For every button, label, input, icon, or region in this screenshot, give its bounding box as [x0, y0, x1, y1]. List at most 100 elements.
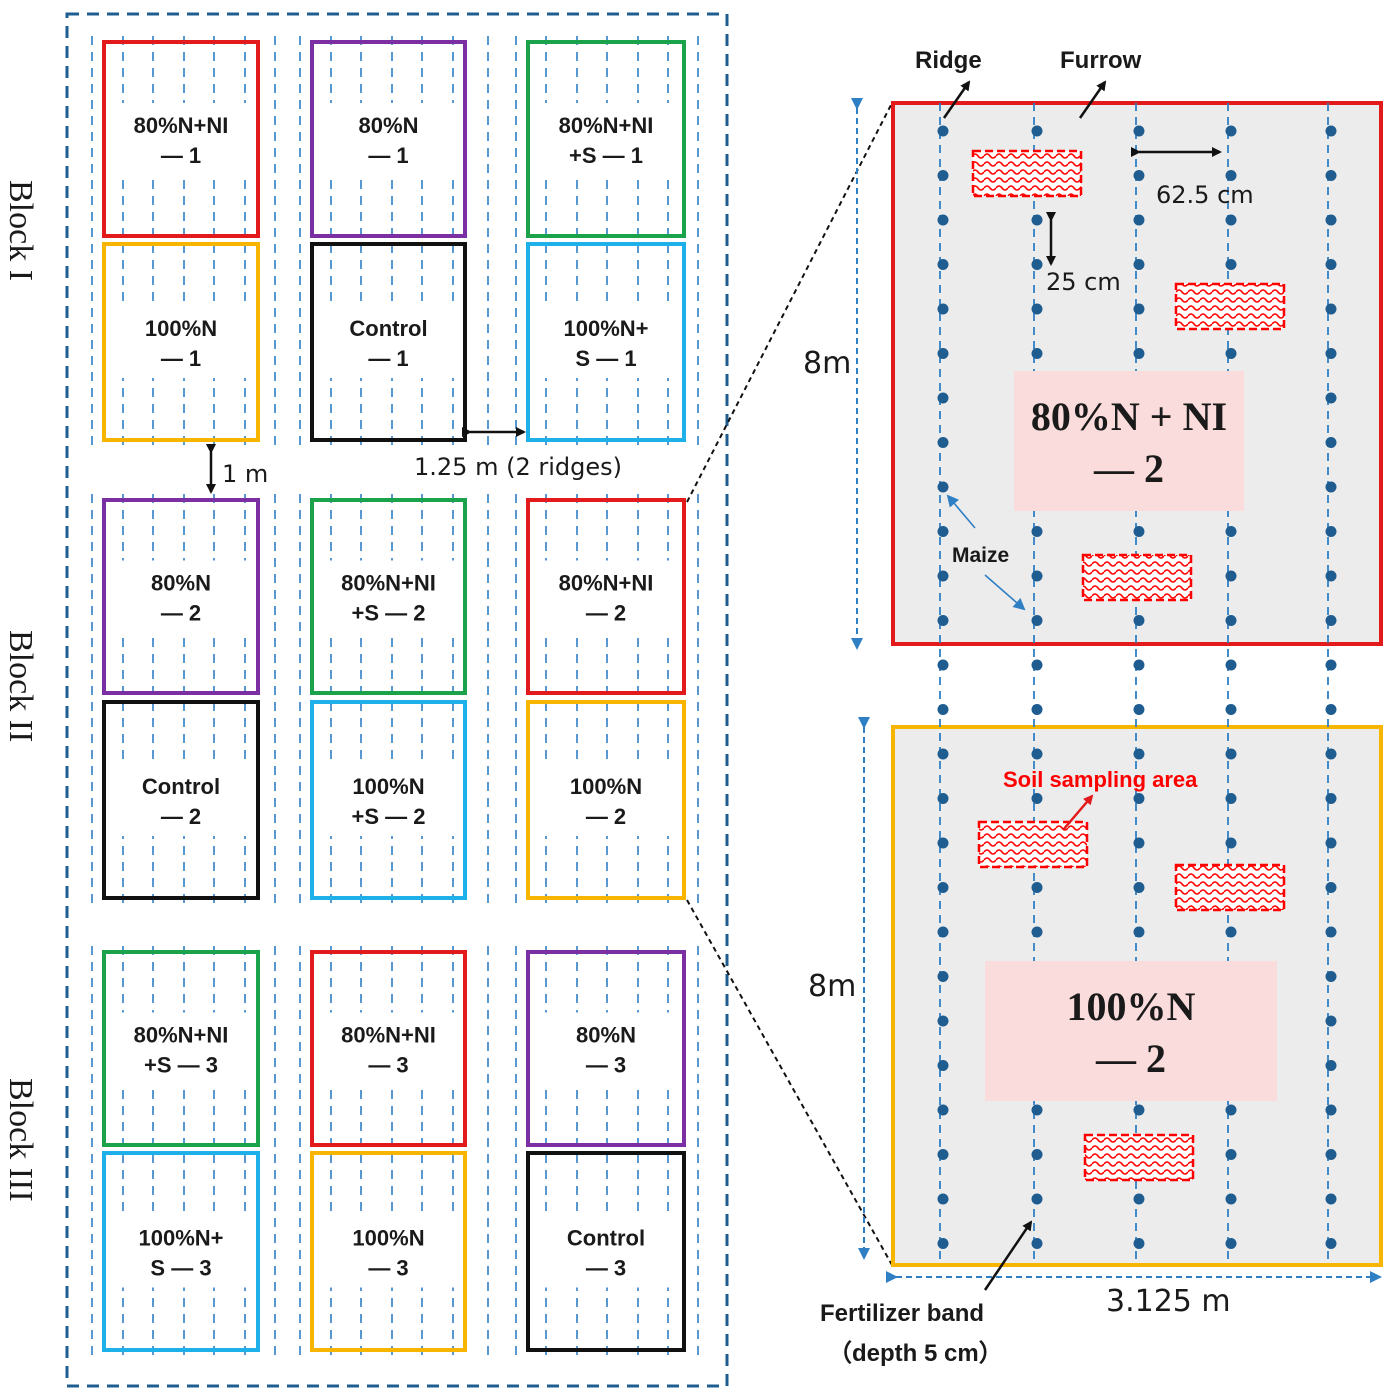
maize-plant [937, 348, 949, 359]
fertilizer-arrow [983, 1220, 1033, 1291]
plot-label-bg [113, 1215, 249, 1288]
block-label-3: Block III [2, 1078, 39, 1202]
maize-arrow-2 [984, 574, 1026, 611]
plot-label-line1: Control [349, 316, 427, 341]
maize-plant [937, 170, 949, 181]
maize-plant [937, 971, 949, 982]
plot-label-line1: 100%N [352, 774, 424, 799]
soil-sampling-area [1083, 1133, 1195, 1182]
plot-border [310, 700, 467, 900]
maize-plant [1225, 526, 1237, 537]
maize-label: Maize [952, 544, 1009, 567]
maize-plant [1225, 659, 1237, 671]
plot-label-bg [320, 1012, 457, 1085]
plot-label-bg [538, 1215, 674, 1288]
soil-sampling-area [1174, 282, 1286, 331]
plot-label-line2: — 3 [586, 1053, 626, 1078]
soil-sampling-arrow [1062, 794, 1094, 831]
maize-plant [1225, 615, 1237, 626]
plot-border [102, 950, 260, 1147]
maize-plant [1325, 793, 1337, 804]
maize-plant [1031, 1149, 1043, 1160]
plot-border [310, 40, 467, 238]
plot-label-line1: 100%N [352, 1226, 424, 1251]
plot-label-bg [113, 1012, 249, 1085]
plot-12: 100%N— 2 [526, 700, 686, 900]
maize-plant [1031, 259, 1043, 270]
ridge-label: Ridge [915, 47, 982, 74]
maize-plant [1133, 926, 1145, 938]
plot-label-bg [113, 764, 249, 836]
maize-plant [1031, 882, 1043, 893]
plot-14: 80%N+NI— 3 [310, 950, 467, 1147]
plot-4: 100%N— 1 [102, 242, 260, 442]
plot-border [102, 1151, 260, 1352]
plot-label-bg [320, 306, 457, 378]
plot-label-line1: 80%N+NI [341, 571, 436, 596]
maize-plant [1225, 748, 1237, 760]
ridge-arrow [942, 80, 971, 119]
plot-label-bg [538, 103, 674, 175]
plot-15: 80%N— 3 [526, 950, 686, 1147]
plot-label-line2: +S — 2 [352, 804, 426, 829]
maize-plant [937, 437, 949, 448]
maize-plant [1325, 526, 1337, 537]
maize-plant [1225, 1193, 1237, 1205]
detail-bottom-label-bg [985, 961, 1277, 1101]
plot-label-line1: 80%N+NI [134, 113, 229, 138]
maize-plant [937, 1015, 949, 1027]
plot-label-line2: — 1 [368, 143, 408, 168]
maize-plant [937, 837, 949, 849]
maize-plant [1133, 748, 1145, 760]
width-label: 3.125 m [1106, 1284, 1231, 1319]
maize-plant [937, 259, 949, 270]
plot-5: Control— 1 [310, 242, 467, 442]
maize-plant [1031, 748, 1043, 760]
plot-grid: 80%N+NI — 180%N— 1 80%N+NI +S — 1 100%N— 1 Co… [102, 40, 686, 1352]
maize-plant [1325, 1060, 1337, 1071]
sampling-areas [971, 149, 1286, 1182]
plot-border [102, 498, 260, 695]
maize-plant [1325, 882, 1337, 893]
block-gap-label: 1 m [222, 460, 268, 488]
maize-plant [1325, 1149, 1337, 1160]
maize-plant [937, 1193, 949, 1205]
maize-plant [1325, 926, 1337, 938]
plot-border [526, 242, 686, 442]
detail-top-label-bg [1014, 371, 1244, 511]
row-spacing-label: 62.5 cm [1156, 181, 1254, 209]
plot-label-line1: 80%N+NI [341, 1023, 436, 1048]
block-label-1: Block I [2, 180, 39, 281]
length-label-bottom: 8m [808, 969, 856, 1004]
plot-label-line2: +S — 1 [569, 143, 643, 168]
maize-plant [1133, 125, 1145, 137]
maize-plant [1031, 125, 1043, 137]
maize-plant [1133, 170, 1145, 181]
block-label-2: Block II [2, 630, 39, 742]
plot-border [526, 1151, 686, 1352]
maize-plant [1325, 125, 1337, 137]
plot-border [102, 40, 260, 238]
maize-plant [1133, 1104, 1145, 1116]
maize-plant [937, 1060, 949, 1071]
soil-sampling-area [977, 820, 1089, 869]
fertilizer-label-line1: Fertilizer band [820, 1300, 984, 1327]
fertilizer-label-line2: （depth 5 cm） [828, 1340, 1003, 1367]
maize-plant [1325, 704, 1337, 715]
maize-plant [1031, 615, 1043, 626]
plot-6: 100%N+S — 1 [526, 242, 686, 442]
detail-bottom-label-line1: 100%N [1067, 984, 1196, 1029]
maize-plant [937, 793, 949, 804]
maize-plant [937, 570, 949, 582]
length-label-top: 8m [803, 346, 851, 381]
maize-plant [1325, 1015, 1337, 1027]
maize-plant [1133, 882, 1145, 893]
plot-label-bg [320, 764, 457, 836]
maize-plant [1133, 704, 1145, 715]
maize-plant [1225, 125, 1237, 137]
maize-arrow-1 [946, 494, 976, 529]
plot-label-line2: — 2 [161, 804, 201, 829]
maize-plant [937, 392, 949, 404]
plot-2: 80%N— 1 [310, 40, 467, 238]
plot-7: 80%N— 2 [102, 498, 260, 695]
